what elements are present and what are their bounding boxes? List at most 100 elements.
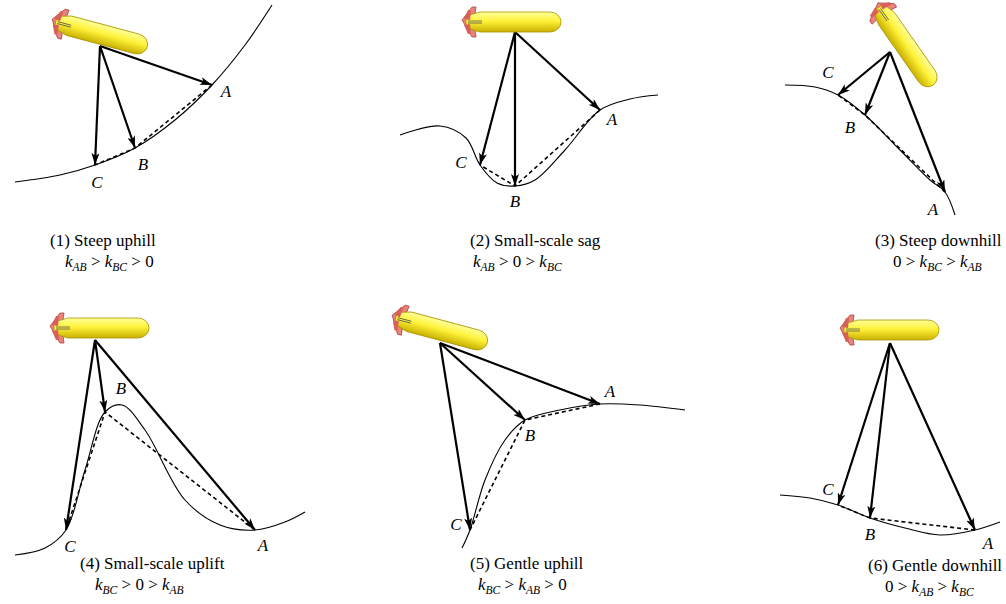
slope-condition: 0 > kBC > kAB bbox=[893, 253, 982, 272]
panel-caption: (3) Steep downhill bbox=[875, 232, 1002, 251]
relation-text: > bbox=[942, 252, 960, 271]
point-label: C bbox=[455, 154, 466, 173]
slope-subscript: BC bbox=[959, 586, 974, 599]
panel-illustration bbox=[785, 0, 955, 215]
sonar-beam-arrow bbox=[838, 343, 890, 505]
point-label: C bbox=[91, 174, 102, 193]
slope-symbol: k bbox=[518, 575, 526, 594]
point-label: A bbox=[258, 537, 268, 556]
panel-illustration bbox=[15, 5, 272, 182]
panel-caption: (2) Small-scale sag bbox=[470, 232, 600, 251]
auv-vehicle bbox=[388, 303, 491, 358]
slope-subscript: AB bbox=[170, 584, 184, 597]
panel-illustration bbox=[400, 7, 658, 186]
terrain-curve bbox=[400, 95, 658, 186]
point-label: C bbox=[450, 516, 461, 535]
auv-vehicle bbox=[864, 0, 945, 94]
auv-tail-detail bbox=[879, 8, 889, 21]
terrain-curve bbox=[15, 5, 272, 182]
auv-fin bbox=[842, 318, 849, 342]
slope-chord bbox=[838, 505, 975, 530]
relation-text: > bbox=[500, 575, 518, 594]
sonar-beam-arrow bbox=[440, 343, 600, 404]
slope-subscript: AB bbox=[919, 586, 933, 599]
relation-text: 0 > bbox=[893, 252, 920, 271]
auv-tail-detail bbox=[57, 22, 71, 28]
relation-text: > 0 > bbox=[495, 252, 540, 271]
terrain-curve bbox=[15, 405, 305, 555]
auv-vehicle bbox=[50, 313, 149, 343]
point-label: A bbox=[221, 83, 231, 102]
slope-subscript: AB bbox=[73, 261, 87, 274]
auv-hull bbox=[53, 12, 150, 56]
slope-symbol: k bbox=[105, 252, 113, 271]
panel-caption: (5) Gentle uphill bbox=[470, 555, 583, 574]
point-label: B bbox=[510, 193, 520, 212]
auv-fin bbox=[52, 316, 59, 340]
panel-caption: (1) Steep uphill bbox=[50, 232, 156, 251]
slope-symbol: k bbox=[478, 575, 486, 594]
relation-text: 0 > bbox=[885, 577, 912, 596]
auv-hull bbox=[54, 318, 149, 338]
sonar-beam-arrow bbox=[838, 52, 890, 95]
slope-chord bbox=[470, 404, 600, 530]
point-label: C bbox=[822, 481, 833, 500]
slope-chord bbox=[95, 85, 212, 165]
slope-condition: kAB > kBC > 0 bbox=[65, 253, 154, 272]
sonar-beam-arrow bbox=[100, 46, 135, 148]
slope-symbol: k bbox=[473, 252, 481, 271]
auv-tail-detail bbox=[846, 329, 860, 331]
sonar-beam-arrow bbox=[514, 32, 516, 186]
relation-text: > bbox=[933, 577, 951, 596]
point-label: A bbox=[605, 383, 615, 402]
point-label: A bbox=[607, 111, 617, 130]
panel-illustration bbox=[388, 303, 685, 548]
point-label: B bbox=[138, 156, 148, 175]
slope-subscript: BC bbox=[486, 584, 501, 597]
slope-condition: kBC > kAB > 0 bbox=[478, 576, 567, 595]
panel-caption: (6) Gentle downhill bbox=[868, 557, 1002, 576]
slope-subscript: BC bbox=[103, 584, 118, 597]
slope-symbol: k bbox=[162, 575, 170, 594]
slope-subscript: BC bbox=[927, 261, 942, 274]
point-label: C bbox=[822, 64, 833, 83]
slope-symbol: k bbox=[951, 577, 959, 596]
sonar-beam-arrow bbox=[66, 340, 95, 530]
sonar-beam-arrow bbox=[440, 343, 470, 530]
auv-tail-detail bbox=[56, 327, 70, 329]
sonar-beam-arrow bbox=[480, 32, 515, 165]
point-label: A bbox=[983, 535, 993, 554]
point-label: B bbox=[525, 427, 535, 446]
sonar-beam-arrow bbox=[890, 343, 975, 530]
relation-text: > bbox=[87, 252, 105, 271]
slope-subscript: AB bbox=[968, 261, 982, 274]
point-label: B bbox=[845, 119, 855, 138]
sonar-beam-arrow bbox=[870, 343, 890, 518]
slope-condition: 0 > kAB > kBC bbox=[885, 578, 974, 597]
auv-hull bbox=[870, 2, 941, 91]
relation-text: > 0 bbox=[540, 575, 567, 594]
slope-subscript: BC bbox=[112, 261, 127, 274]
auv-vehicle bbox=[462, 7, 561, 37]
auv-vehicle bbox=[48, 7, 151, 62]
point-label: A bbox=[928, 201, 938, 220]
slope-symbol: k bbox=[65, 252, 73, 271]
slope-symbol: k bbox=[539, 252, 547, 271]
slope-chord bbox=[838, 95, 945, 192]
auv-fin bbox=[464, 10, 471, 34]
relation-text: > 0 > bbox=[117, 575, 162, 594]
auv-hull bbox=[466, 12, 561, 32]
point-label: B bbox=[865, 526, 875, 545]
slope-symbol: k bbox=[920, 252, 928, 271]
sonar-beam-arrow bbox=[100, 46, 212, 85]
slope-symbol: k bbox=[95, 575, 103, 594]
auv-hull bbox=[844, 320, 939, 340]
slope-symbol: k bbox=[960, 252, 968, 271]
terrain-curve bbox=[462, 404, 685, 548]
auv-vehicle bbox=[840, 315, 939, 345]
panel-illustration bbox=[15, 313, 305, 555]
slope-subscript: AB bbox=[526, 584, 540, 597]
relation-text: > 0 bbox=[127, 252, 154, 271]
slope-subscript: BC bbox=[547, 261, 562, 274]
